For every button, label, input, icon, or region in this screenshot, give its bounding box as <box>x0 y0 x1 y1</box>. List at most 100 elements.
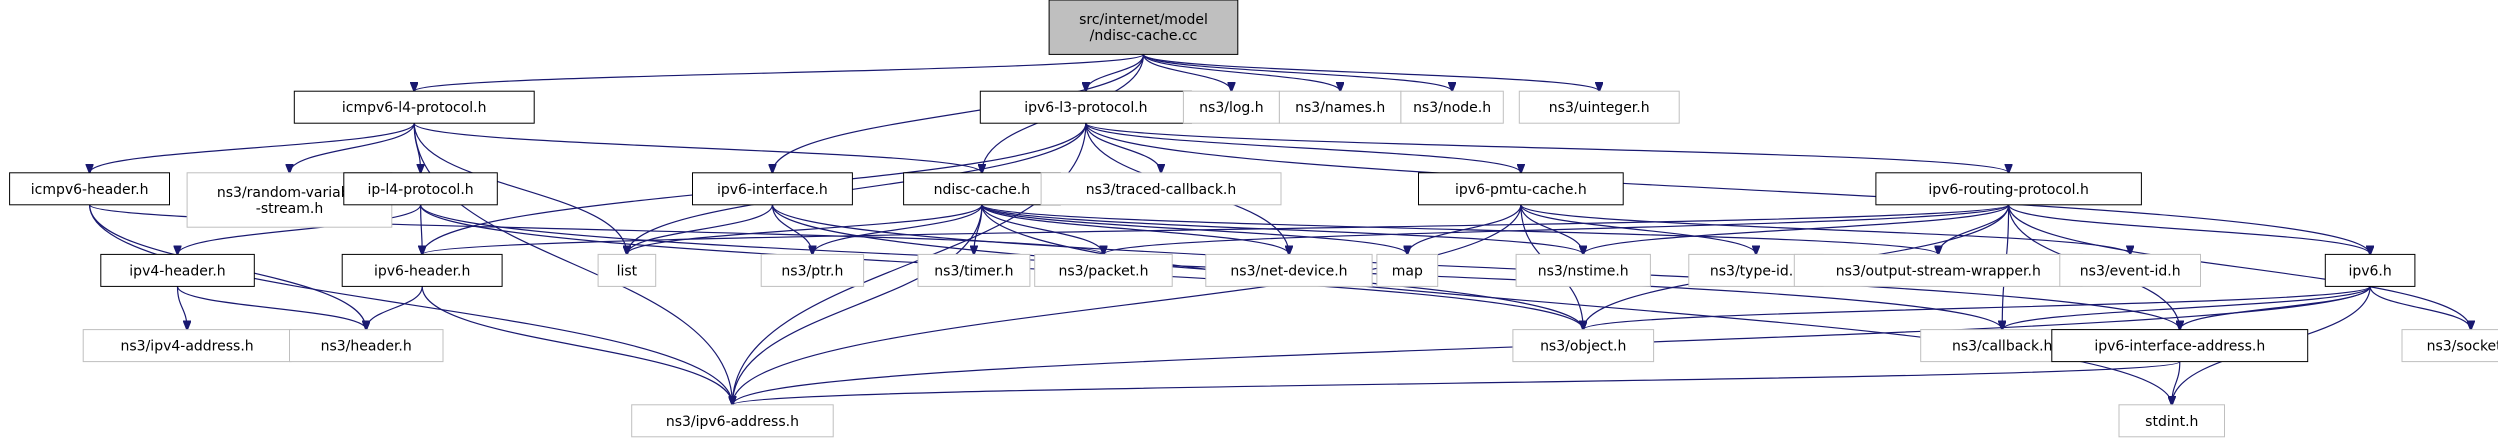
node-box <box>917 253 1031 287</box>
node-ns3-timer: ns3/timer.h <box>917 253 1031 287</box>
node-ns3-packet: ns3/packet.h <box>1034 253 1173 287</box>
edge-ipv6-interface-address-to-ns3-ipv6-address <box>732 361 2181 405</box>
node-label: ns3/names.h <box>1295 100 1385 116</box>
node-box <box>1205 253 1373 287</box>
node-icmpv6-header[interactable]: icmpv6-header.h <box>9 172 170 206</box>
edge-ndisc-cache-to-ns3-net-device <box>981 204 1289 255</box>
edge-ndisc-cache-to-ns3-output-stream-wrapper <box>981 204 1938 255</box>
edge-root-to-ns3-node <box>1142 53 1453 91</box>
node-box <box>1040 172 1282 206</box>
node-ipv6-pmtu-cache[interactable]: ipv6-pmtu-cache.h <box>1418 172 1624 206</box>
edge-icmpv6-header-to-ns3-ipv6-address <box>89 204 733 405</box>
node-label: ipv6-interface.h <box>717 182 828 198</box>
node-label: ns3/timer.h <box>934 263 1013 279</box>
node-box <box>760 253 865 287</box>
node-box <box>1515 253 1651 287</box>
edge-ipv6-interface-address-to-stdint <box>2172 361 2181 405</box>
edge-ipv6-header-to-ns3-ipv6-address <box>421 286 732 404</box>
node-ns3-names: ns3/names.h <box>1278 90 1402 124</box>
edge-ipv6-l3-protocol-to-ipv6 <box>1085 123 2370 254</box>
file-nodes: src/internet/model/ndisc-cache.cc icmpv6-… <box>9 0 2498 438</box>
node-ipv6-routing-protocol[interactable]: ipv6-routing-protocol.h <box>1875 172 2142 206</box>
edge-root-to-ns3-names <box>1142 54 1341 91</box>
node-ns3-nstime: ns3/nstime.h <box>1515 253 1651 287</box>
node-ns3-output-stream-wrapper: ns3/output-stream-wrapper.h <box>1793 253 2083 287</box>
node-label: ns3/ipv4-address.h <box>121 339 254 355</box>
node-box <box>100 253 255 287</box>
edge-ipv6-routing-protocol-to-ipv6-header <box>422 204 2010 255</box>
node-box <box>1182 90 1280 124</box>
node-ns3-node: ns3/node.h <box>1400 90 1504 124</box>
node-ns3-ipv4-address: ns3/ipv4-address.h <box>82 329 292 363</box>
edge-ipv6-interface-to-list <box>627 204 773 255</box>
node-box <box>903 172 1061 206</box>
node-ip-l4-protocol[interactable]: ip-l4-protocol.h <box>343 172 498 206</box>
node-ns3-object: ns3/object.h <box>1512 329 1655 363</box>
node-ns3-ptr: ns3/ptr.h <box>760 253 865 287</box>
node-box <box>2401 329 2498 363</box>
edge-ipv6-pmtu-cache-to-ns3-ipv6-address <box>732 204 1522 405</box>
node-box <box>1418 172 1624 206</box>
node-box <box>692 172 853 206</box>
node-ipv6[interactable]: ipv6.h <box>2324 253 2416 287</box>
node-label: /ndisc-cache.cc <box>1090 28 1198 44</box>
node-box <box>1400 90 1504 124</box>
node-list: list <box>597 253 657 287</box>
edge-icmpv6-l4-protocol-to-list <box>413 123 627 254</box>
node-root[interactable]: src/internet/model/ndisc-cache.cc <box>1048 0 1239 55</box>
node-label: ns3/traced-callback.h <box>1086 182 1237 198</box>
node-label: ipv6.h <box>2348 263 2391 279</box>
edge-ipv6-pmtu-cache-to-ns3-type-id <box>1520 204 1756 255</box>
node-label: ns3/ipv6-address.h <box>666 414 799 430</box>
node-label: ns3/log.h <box>1199 100 1263 116</box>
node-ipv6-header[interactable]: ipv6-header.h <box>341 253 503 287</box>
node-ns3-traced-callback: ns3/traced-callback.h <box>1040 172 1282 206</box>
node-ns3-socket: ns3/socket.h <box>2401 329 2498 363</box>
edge-ipv6-routing-protocol-to-ns3-packet <box>1104 204 2010 255</box>
node-ipv6-l3-protocol[interactable]: ipv6-l3-protocol.h <box>979 90 1192 124</box>
node-label: ipv6-routing-protocol.h <box>1928 182 2089 198</box>
edge-root-to-icmpv6-l4-protocol <box>414 53 1145 91</box>
node-label: src/internet/model <box>1079 12 1208 28</box>
node-box <box>9 172 170 206</box>
node-box <box>2059 253 2202 287</box>
edge-ipv6-routing-protocol-to-ns3-socket <box>2008 204 2471 330</box>
node-ndisc-cache[interactable]: ndisc-cache.h <box>903 172 1061 206</box>
node-label: ns3/callback.h <box>1952 339 2052 355</box>
node-label: ipv4-header.h <box>129 263 225 279</box>
edge-ip-l4-protocol-to-ipv6-header <box>421 204 423 255</box>
node-label: map <box>1392 263 1423 279</box>
edge-ipv6-l3-protocol-to-ns3-traced-callback <box>1085 123 1161 173</box>
node-label: stdint.h <box>2145 414 2198 430</box>
edge-ipv6-header-to-ns3-header <box>366 286 423 329</box>
edge-ipv6-routing-protocol-to-ipv6 <box>2008 204 2371 255</box>
edge-ndisc-cache-to-ns3-nstime <box>981 204 1583 255</box>
edge-ipv6-to-ns3-callback <box>2002 285 2371 329</box>
node-box <box>2118 404 2225 438</box>
node-label: ns3/object.h <box>1540 339 1626 355</box>
node-ipv6-interface-address[interactable]: ipv6-interface-address.h <box>2051 329 2309 363</box>
node-box <box>1518 90 1680 124</box>
node-ns3-header: ns3/header.h <box>289 329 444 363</box>
node-ns3-log: ns3/log.h <box>1182 90 1280 124</box>
node-label: ns3/ptr.h <box>781 263 843 279</box>
node-icmpv6-l4-protocol[interactable]: icmpv6-l4-protocol.h <box>293 90 535 124</box>
node-box <box>1048 0 1239 55</box>
node-label: icmpv6-header.h <box>31 182 149 198</box>
node-box <box>631 404 834 438</box>
node-label: ipv6-header.h <box>374 263 470 279</box>
edge-ip-l4-protocol-to-ipv4-header <box>178 204 422 255</box>
edge-icmpv6-l4-protocol-to-ns3-random-variable-stream <box>290 123 415 173</box>
edge-ipv6-to-ns3-object <box>1583 285 2371 329</box>
node-ipv6-interface[interactable]: ipv6-interface.h <box>692 172 853 206</box>
node-label: ns3/node.h <box>1413 100 1491 116</box>
node-box <box>979 90 1192 124</box>
node-label: ns3/random-variable <box>217 185 362 201</box>
node-ipv4-header[interactable]: ipv4-header.h <box>100 253 255 287</box>
node-ns3-net-device: ns3/net-device.h <box>1205 253 1373 287</box>
node-box <box>1034 253 1173 287</box>
edge-ipv6-l3-protocol-to-ipv6-routing-protocol <box>1085 122 2009 173</box>
edge-ipv6-interface-to-ipv6-interface-address <box>771 204 2179 330</box>
node-box <box>2324 253 2416 287</box>
